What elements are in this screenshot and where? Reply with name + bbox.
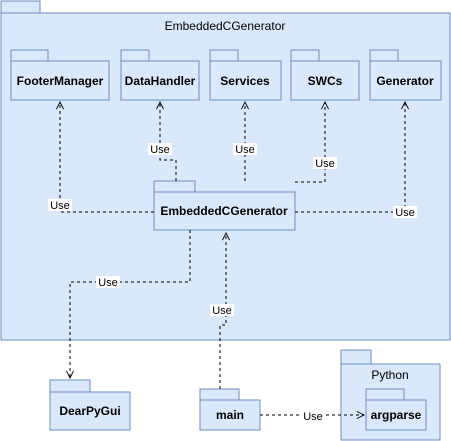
dependency-to-swcs: Use bbox=[295, 102, 337, 183]
dependency-label: Use bbox=[315, 158, 335, 170]
package-body bbox=[369, 60, 442, 101]
dependency-label: Use bbox=[98, 277, 118, 289]
package-label-swcs: SWCs bbox=[308, 74, 343, 88]
dependency-to-dearpygui: Use bbox=[70, 230, 191, 378]
dependency-label: Use bbox=[303, 411, 323, 423]
dependency-main-to-argparse: Use bbox=[260, 410, 364, 423]
dependency-to-services: Use bbox=[233, 102, 257, 181]
package-tab bbox=[49, 379, 91, 393]
container-package-title: EmbeddedCGenerator bbox=[165, 19, 286, 33]
package-body bbox=[199, 399, 261, 431]
package-label-services: Services bbox=[220, 74, 270, 88]
package-generator[interactable]: Generator bbox=[369, 49, 442, 101]
dependency-label: Use bbox=[212, 305, 232, 317]
package-swcs[interactable]: SWCs bbox=[290, 49, 360, 101]
package-label-argparse: argparse bbox=[371, 408, 422, 422]
package-body bbox=[209, 60, 282, 101]
package-label-main: main bbox=[216, 408, 244, 422]
package-tab bbox=[120, 49, 150, 62]
dependency-label: Use bbox=[150, 144, 170, 156]
package-body bbox=[120, 60, 200, 101]
package-footermanager[interactable]: FooterManager bbox=[10, 49, 110, 101]
dependency-label: Use bbox=[50, 200, 70, 212]
package-label-embeddedcgenerator: EmbeddedCGenerator bbox=[160, 204, 288, 218]
package-tab bbox=[153, 180, 196, 193]
package-dearpygui[interactable]: DearPyGui bbox=[49, 379, 131, 431]
dependency-main-to-core: Use bbox=[210, 233, 234, 389]
package-body bbox=[365, 399, 427, 431]
package-argparse[interactable]: argparse bbox=[365, 388, 427, 431]
package-label-datahandler: DataHandler bbox=[125, 74, 196, 88]
dependency-label: Use bbox=[395, 207, 415, 219]
package-body bbox=[10, 60, 110, 101]
package-body bbox=[153, 191, 296, 231]
package-services[interactable]: Services bbox=[209, 49, 282, 101]
package-main[interactable]: main bbox=[199, 388, 261, 431]
package-tab bbox=[209, 49, 239, 62]
package-tab bbox=[290, 49, 320, 62]
package-datahandler[interactable]: DataHandler bbox=[120, 49, 200, 101]
dependency-to-datahandler: Use bbox=[148, 102, 177, 181]
package-tab bbox=[369, 49, 399, 62]
package-label-generator: Generator bbox=[376, 74, 434, 88]
package-body bbox=[290, 60, 360, 101]
package-embeddedcgenerator-core[interactable]: EmbeddedCGenerator bbox=[153, 180, 296, 231]
package-tab bbox=[365, 388, 405, 401]
package-body bbox=[49, 391, 131, 431]
package-label-footermanager: FooterManager bbox=[17, 74, 104, 88]
dependency-to-generator: Use bbox=[295, 102, 417, 219]
package-tab bbox=[10, 49, 49, 62]
package-tab bbox=[199, 388, 240, 401]
package-label-dearpygui: DearPyGui bbox=[59, 404, 120, 418]
dependency-to-footermanager: Use bbox=[48, 102, 154, 213]
dependency-label: Use bbox=[235, 144, 255, 156]
container-package-tab bbox=[0, 0, 41, 14]
package-tab bbox=[340, 349, 372, 365]
package-label-python: Python bbox=[371, 368, 408, 382]
